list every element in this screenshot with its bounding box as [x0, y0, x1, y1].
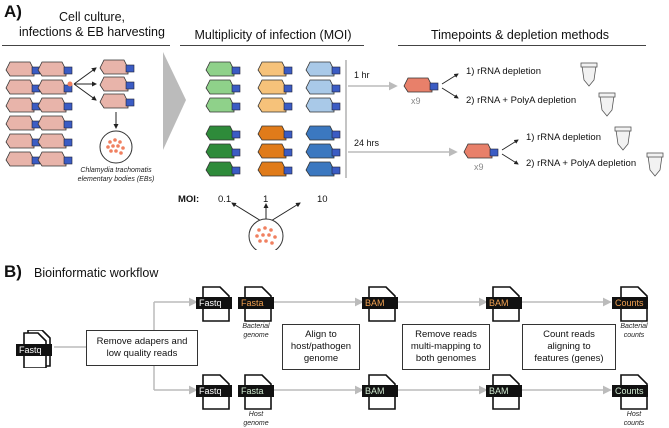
- depletion-1hr-rrna: 1) rRNA depletion: [466, 66, 541, 77]
- remove-adapters-box: Remove adapers and low quality reads: [86, 330, 198, 366]
- pink-flask-stack: [5, 61, 73, 167]
- bacterial-counts-caption-line2: counts: [623, 332, 645, 339]
- fastq-input-label: Fastq: [16, 344, 52, 356]
- align-genome-box: Align to host/pathogen genome: [282, 324, 360, 370]
- fastq-bacterial-label: Fastq: [196, 297, 232, 309]
- count-line1: Count reads: [543, 329, 595, 340]
- multiplier-1hr: x9: [411, 96, 421, 106]
- align-line3: genome: [303, 353, 339, 364]
- moi-value-1: 0.1: [218, 194, 232, 205]
- fastq-host-label: Fastq: [196, 385, 232, 397]
- panel-a-graphics: [5, 52, 664, 250]
- bam-host-1-file-icon: BAM: [362, 374, 398, 410]
- bacterial-genome-caption: Bacterial genome: [234, 322, 278, 340]
- cell-culture-title-line1: Cell culture,: [59, 10, 125, 24]
- count-line3: features (genes): [534, 353, 604, 364]
- eb-caption: Chlamydia trachomatis elementary bodies …: [56, 166, 176, 184]
- remove-adapters-line2: low quality reads: [106, 348, 178, 359]
- bam-bacterial-1-label: BAM: [362, 297, 398, 309]
- counts-bacterial-file-icon: Counts: [612, 286, 648, 322]
- fasta-host-file-icon: Fasta: [238, 374, 274, 410]
- fastq-host-file-icon: Fastq: [196, 374, 232, 410]
- bam-host-2-file-icon: BAM: [486, 374, 522, 410]
- bacterial-counts-caption-line1: Bacterial: [620, 323, 648, 330]
- count-reads-box: Count reads aligning to features (genes): [522, 324, 616, 370]
- cell-culture-title-line2: infections & EB harvesting: [19, 25, 165, 39]
- fastq-input-file-icon: Fastq: [16, 330, 52, 368]
- section-underline-2: [180, 45, 364, 46]
- bam-bacterial-2-label: BAM: [486, 297, 522, 309]
- multimap-line1: Remove reads: [415, 329, 477, 340]
- chevron-arrow: [163, 52, 186, 150]
- workflow-title: Bioinformatic workflow: [34, 266, 159, 280]
- host-counts-caption: Host counts: [612, 410, 656, 428]
- tube-icons: [580, 62, 664, 177]
- align-line1: Align to: [305, 329, 337, 340]
- bam-bacterial-1-file-icon: BAM: [362, 286, 398, 322]
- panel-b-arrows: [54, 297, 612, 395]
- remove-multimapping-box: Remove reads multi-mapping to both genom…: [402, 324, 490, 370]
- remove-adapters-line1: Remove adapers and: [96, 336, 188, 347]
- depletion-24hrs-polya: 2) rRNA + PolyA depletion: [526, 158, 637, 169]
- moi-title: Multiplicity of infection (MOI): [194, 28, 352, 42]
- align-line2: host/pathogen: [290, 341, 352, 352]
- moi-value-3: 10: [317, 194, 328, 205]
- cell-culture-title: Cell culture, infections & EB harvesting: [2, 10, 182, 40]
- fasta-host-label: Fasta: [238, 385, 274, 397]
- depletion-24hrs-rrna: 1) rRNA depletion: [526, 132, 601, 143]
- bam-host-1-label: BAM: [362, 385, 398, 397]
- multimap-line2: multi-mapping to: [410, 341, 482, 352]
- multimap-line3: both genomes: [415, 353, 477, 364]
- eb-caption-line2: elementary bodies (EBs): [77, 176, 155, 183]
- counts-host-label: Counts: [612, 385, 648, 397]
- panel-b-letter: B): [4, 262, 22, 281]
- section-underline-3: [398, 45, 646, 46]
- bacterial-genome-caption-line1: Bacterial: [242, 323, 270, 330]
- fasta-bacterial-label: Fasta: [238, 297, 274, 309]
- timepoints-title: Timepoints & depletion methods: [430, 28, 610, 42]
- fasta-bacterial-file-icon: Fasta: [238, 286, 274, 322]
- moi-value-2: 1: [263, 194, 269, 205]
- bacterial-genome-caption-line2: genome: [243, 332, 269, 339]
- host-counts-caption-line1: Host: [626, 411, 642, 418]
- count-line2: aligning to: [547, 341, 591, 352]
- bam-host-2-label: BAM: [486, 385, 522, 397]
- timepoint-24hrs: 24 hrs: [354, 138, 380, 148]
- timepoint-1hr: 1 hr: [354, 70, 370, 80]
- bam-bacterial-2-file-icon: BAM: [486, 286, 522, 322]
- section-underline-1: [2, 45, 170, 46]
- fastq-bacterial-file-icon: Fastq: [196, 286, 232, 322]
- multiplier-24hrs: x9: [474, 162, 484, 172]
- depletion-1hr-polya: 2) rRNA + PolyA depletion: [466, 95, 577, 106]
- host-genome-caption: Host genome: [234, 410, 278, 428]
- eb-caption-line1: Chlamydia trachomatis: [80, 167, 152, 174]
- eb-circle: [99, 130, 133, 164]
- host-genome-caption-line1: Host: [248, 411, 264, 418]
- bacterial-counts-caption: Bacterial counts: [612, 322, 656, 340]
- counts-host-file-icon: Counts: [612, 374, 648, 410]
- moi-label: MOI:: [178, 194, 200, 205]
- panel-a-letter: A): [4, 2, 22, 21]
- counts-bacterial-label: Counts: [612, 297, 648, 309]
